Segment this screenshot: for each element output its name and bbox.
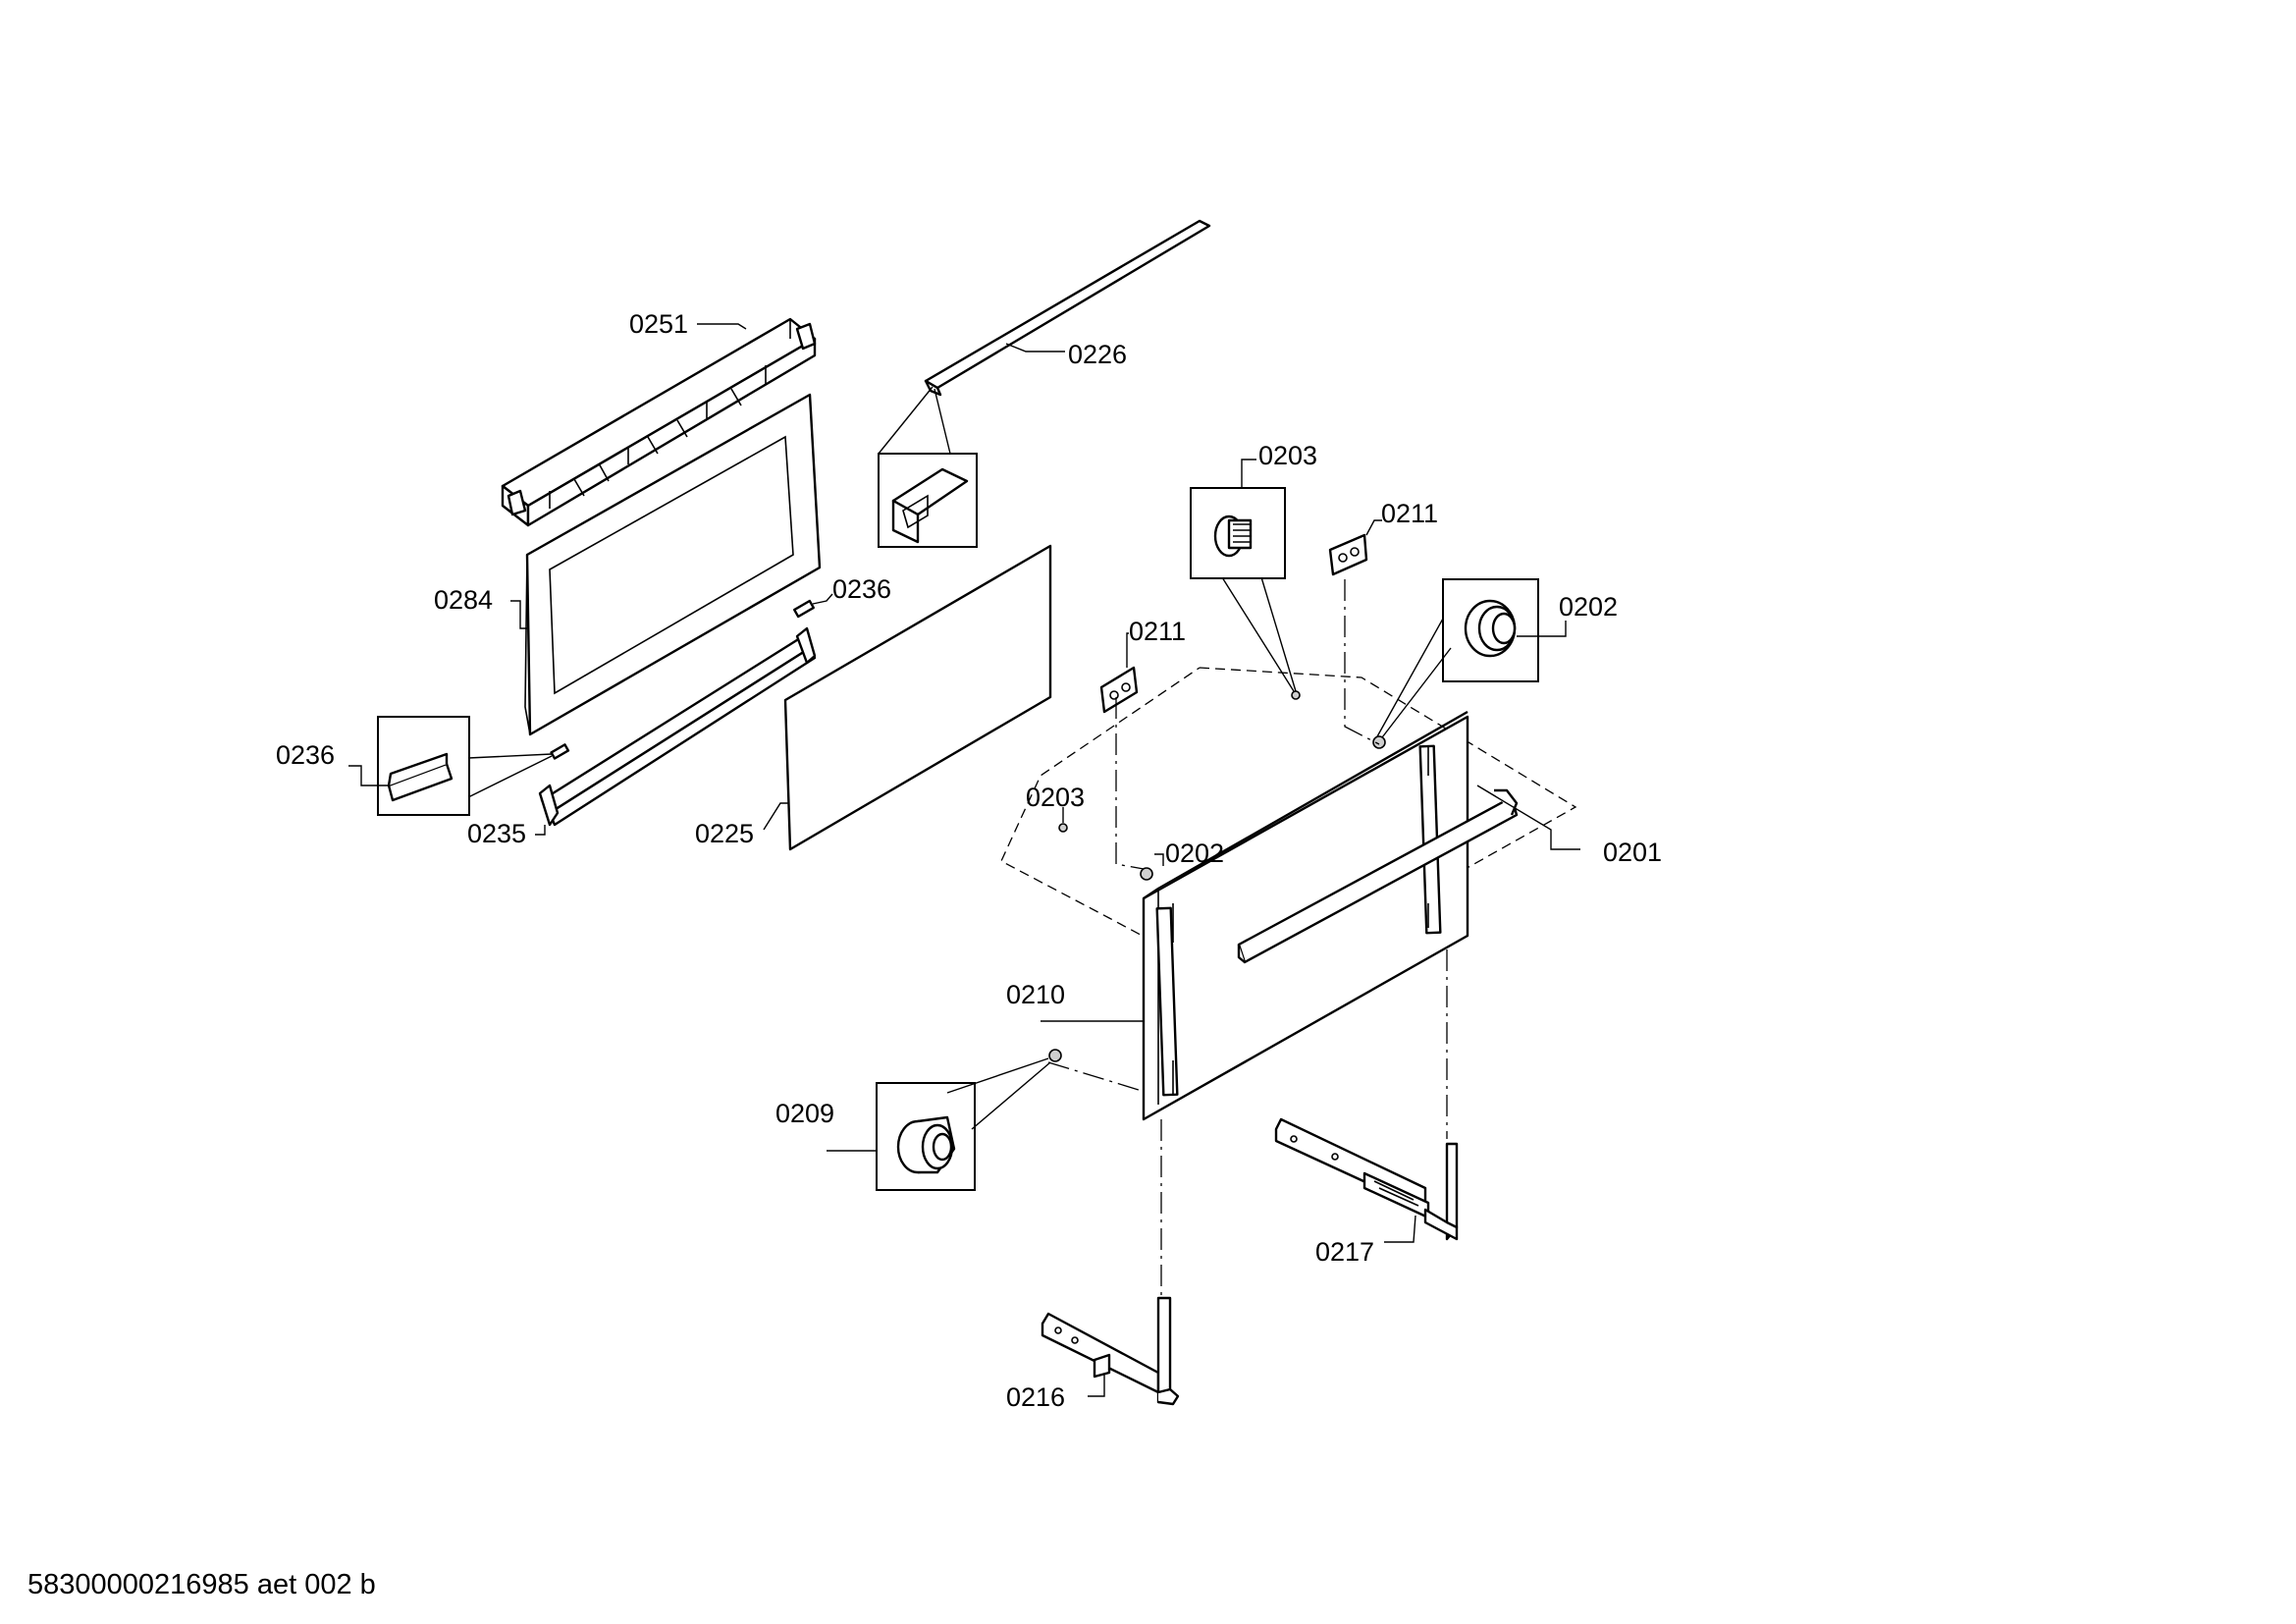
label-0211-left: 0211 xyxy=(1129,617,1186,646)
part-0203-screw-detail xyxy=(1213,514,1253,558)
leader-0226 xyxy=(1005,343,1065,352)
leader-0202-lower xyxy=(1154,853,1164,866)
label-0236-left: 0236 xyxy=(276,740,335,770)
align-line-0209 xyxy=(1047,1061,1140,1091)
leader-0251 xyxy=(697,323,747,330)
detail-pointer-0203 xyxy=(1221,576,1297,692)
part-0203-small-lower xyxy=(1058,823,1068,833)
detail-pointer-0202 xyxy=(1375,618,1452,742)
part-0202-small-lower xyxy=(1140,867,1153,881)
detail-pointer-0226 xyxy=(878,386,951,455)
label-0216: 0216 xyxy=(1006,1382,1065,1412)
part-0236-clip-upper xyxy=(793,599,815,619)
label-0202-upper: 0202 xyxy=(1559,592,1618,622)
label-0201: 0201 xyxy=(1603,838,1662,867)
align-line-0211-upper xyxy=(1344,579,1380,745)
part-0217-hinge-right xyxy=(1274,1117,1459,1241)
leader-0203-upper xyxy=(1241,459,1256,488)
label-0226: 0226 xyxy=(1068,340,1127,369)
label-0225: 0225 xyxy=(695,819,754,848)
label-0235: 0235 xyxy=(467,819,526,848)
leader-0236-upper xyxy=(812,593,833,605)
detail-pointer-0209 xyxy=(946,1057,1051,1130)
leader-0202-upper xyxy=(1517,621,1567,637)
part-0211-bracket-left xyxy=(1099,666,1139,714)
label-0202-lower: 0202 xyxy=(1165,839,1224,868)
leader-0236-left xyxy=(348,765,388,786)
label-0203-lower: 0203 xyxy=(1026,783,1085,812)
leader-0235 xyxy=(535,825,546,836)
label-0217: 0217 xyxy=(1315,1237,1374,1267)
document-number: 58300000216985 aet 002 b xyxy=(27,1569,376,1600)
part-0211-bracket-upper xyxy=(1328,533,1368,576)
align-line-0211-left xyxy=(1115,697,1145,870)
part-0236-clip-lower xyxy=(550,743,570,760)
leader-0211-left xyxy=(1126,632,1129,668)
part-0235-handle-trim xyxy=(538,626,817,827)
leader-0225 xyxy=(763,802,788,831)
leader-0216 xyxy=(1088,1375,1105,1397)
part-0216-hinge-left xyxy=(1041,1296,1180,1406)
part-0203-small-upper xyxy=(1291,690,1301,700)
part-0226-seal-strip xyxy=(924,219,1211,397)
part-0202-small-upper xyxy=(1372,735,1386,749)
label-0209: 0209 xyxy=(775,1099,834,1128)
leader-0284 xyxy=(510,600,527,629)
part-0251-top-trim xyxy=(501,317,817,527)
detail-pointer-0236 xyxy=(467,753,553,798)
part-0209-knob-detail xyxy=(896,1115,956,1174)
part-0225-outer-glass xyxy=(783,544,1052,851)
label-0236-upper: 0236 xyxy=(832,574,891,604)
leader-0201 xyxy=(1476,785,1580,850)
part-0202-knob-detail xyxy=(1464,599,1517,658)
label-0284: 0284 xyxy=(434,585,493,615)
label-0210: 0210 xyxy=(1006,980,1065,1009)
leader-0211-upper xyxy=(1365,519,1382,536)
part-0284-inner-frame xyxy=(524,393,822,736)
part-0209-small xyxy=(1048,1049,1062,1062)
label-0251: 0251 xyxy=(629,309,688,339)
label-0211-upper: 0211 xyxy=(1381,499,1438,528)
leader-0217 xyxy=(1384,1215,1416,1243)
label-0203-upper: 0203 xyxy=(1258,441,1317,470)
